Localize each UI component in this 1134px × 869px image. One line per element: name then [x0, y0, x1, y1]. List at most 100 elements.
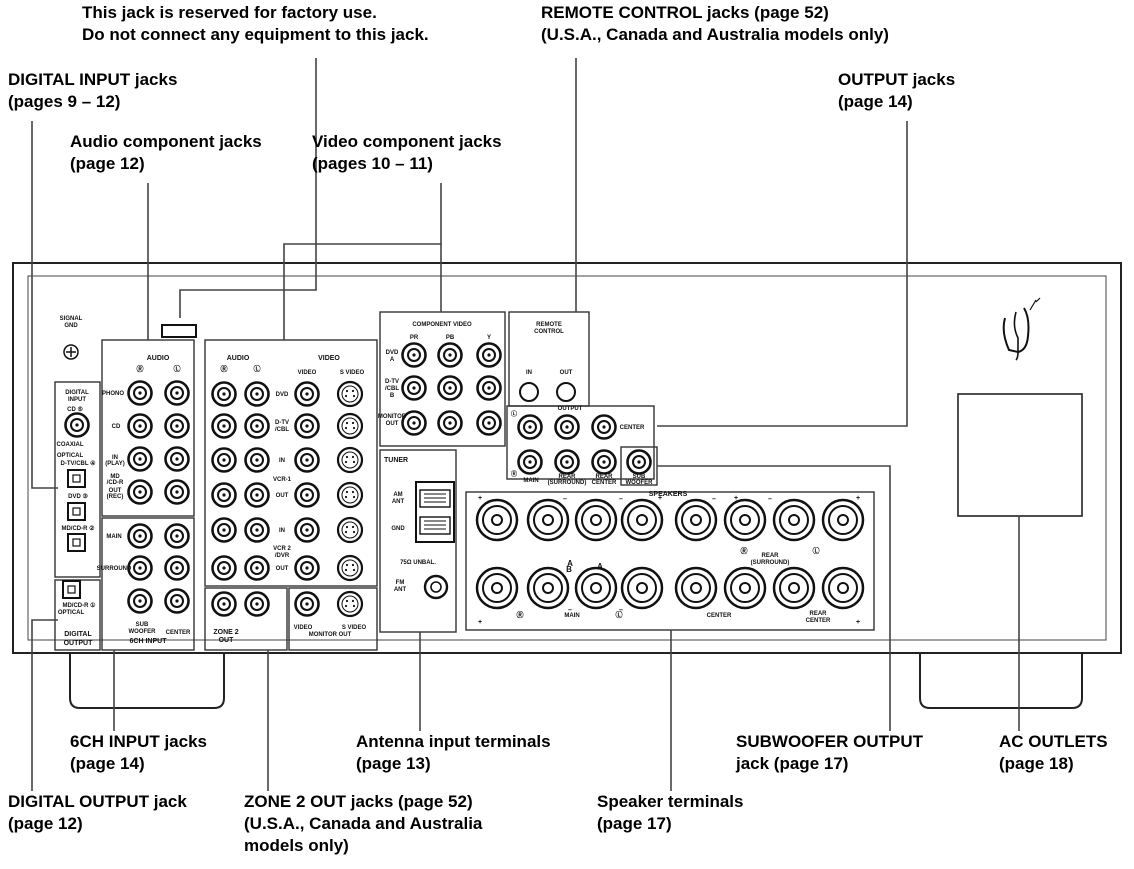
am-ant-label: AM — [393, 492, 402, 498]
component-dvd-label: DVD — [386, 350, 399, 356]
sixch-jack-a-pin — [138, 566, 142, 570]
callout-output-line2: (page 14) — [838, 92, 913, 111]
optical-jack-mdcdr-in-core — [72, 538, 81, 547]
plus-sign: + — [856, 495, 860, 502]
callout-ac-outlets: AC OUTLETS (page 18) — [999, 731, 1108, 775]
monitor-svideo-jack-pin — [345, 599, 349, 603]
leader-line — [31, 619, 58, 791]
signal-gnd-label: SIGNAL — [60, 316, 83, 322]
output-jack-pin — [565, 460, 569, 464]
plus-sign: + — [478, 495, 482, 502]
vcr2-label: VCR 2 — [273, 546, 291, 552]
remote-out-jack — [556, 382, 576, 402]
callout-6ch-line1: 6CH INPUT jacks — [70, 732, 207, 751]
power-cord-icon — [1002, 307, 1030, 354]
composite-video-jack-pin — [305, 392, 309, 396]
speakers-box — [465, 491, 875, 631]
component-pr-jack-pin — [412, 386, 416, 390]
s-video-jack-pin — [345, 525, 349, 529]
speakers-a-label: A — [597, 562, 603, 571]
zone2-jack-r-pin — [222, 602, 226, 606]
s-video-jack-pin — [352, 568, 356, 572]
callout-subwoofer-line1: SUBWOOFER OUTPUT — [736, 732, 923, 751]
optical-jack-out-core — [67, 585, 76, 594]
audio-jack-r-pin — [138, 391, 142, 395]
output-r-mark: Ⓡ — [511, 470, 517, 478]
vcr1-label: VCR-1 — [273, 477, 292, 483]
component-pb-jack-pin — [448, 353, 452, 357]
s-video-jack-inner — [341, 417, 359, 435]
component-video-box — [379, 311, 506, 447]
callout-speaker-line2: (page 17) — [597, 814, 672, 833]
y-label: Y — [487, 335, 491, 341]
video-audio-jack-l-pin — [255, 493, 259, 497]
coaxial-jack-pin — [75, 423, 79, 427]
remote-control-label: REMOTE — [536, 322, 562, 328]
video-col-label: VIDEO — [298, 370, 317, 376]
speakers-a-mark: A — [567, 559, 573, 568]
s-video-jack-pin — [345, 490, 349, 494]
callout-zone2-line3: models only) — [244, 836, 349, 855]
s-video-jack-inner — [341, 521, 359, 539]
audio-jack-r-pin — [138, 424, 142, 428]
speaker-terminal-b-hole — [739, 582, 751, 594]
minus-sign: – — [768, 496, 772, 503]
audio-jack-r-pin — [138, 490, 142, 494]
sixch-surround-label: SURROUND — [97, 566, 132, 572]
s-video-jack-inner — [341, 385, 359, 403]
output-jack-pin — [528, 460, 532, 464]
callout-video-component: Video component jacks (pages 10 – 11) — [312, 131, 502, 175]
output-label: OUTPUT — [558, 406, 583, 412]
zone2-jack-l-pin — [255, 602, 259, 606]
video-audio-label: AUDIO — [227, 355, 250, 362]
s-video-jack-pin — [351, 389, 355, 393]
digital-output-label: DIGITAL — [64, 631, 92, 638]
callout-audio-line1: Audio component jacks — [70, 132, 262, 151]
callout-digital-input: DIGITAL INPUT jacks (pages 9 – 12) — [8, 69, 177, 113]
audio-l-mark: Ⓛ — [174, 364, 181, 373]
zone2-label: OUT — [219, 637, 235, 644]
zone2-box — [204, 587, 288, 651]
sixch-jack-b-pin — [175, 534, 179, 538]
leader-line — [657, 121, 908, 427]
callout-6ch-line2: (page 14) — [70, 754, 145, 773]
callout-antenna-line2: (page 13) — [356, 754, 431, 773]
fm-ant-label: FM — [396, 580, 405, 586]
leader-lines — [31, 58, 1020, 791]
video-dtvcbl-label: /CBL — [275, 427, 289, 433]
video-audio-box — [204, 339, 378, 587]
callout-ac-line2: (page 18) — [999, 754, 1074, 773]
video-l-mark: Ⓛ — [254, 364, 261, 373]
fm-antenna-jack-core — [430, 581, 442, 593]
component-dtvcbl-label: /CBL — [385, 386, 399, 392]
callout-factory-line2: Do not connect any equipment to this jac… — [82, 25, 429, 44]
s-video-jack-pin — [345, 389, 349, 393]
component-y-jack-pin — [487, 353, 491, 357]
video-label: VIDEO — [318, 355, 340, 362]
s-video-jack-pin — [351, 421, 355, 425]
monitor-out-box — [288, 587, 378, 651]
factory-jack-slot — [161, 324, 197, 338]
speaker-terminal-b-hole — [590, 582, 602, 594]
output-main-label: MAIN — [523, 478, 538, 484]
monitor-svideo-label: S VIDEO — [342, 625, 367, 631]
zone2-label: ZONE 2 — [213, 629, 238, 636]
callout-video-line2: (pages 10 – 11) — [312, 154, 433, 173]
leader-line — [179, 58, 317, 318]
pb-label: PB — [446, 335, 455, 341]
vcr2-out-label: OUT — [276, 566, 289, 572]
vcr2-label: /DVR — [275, 553, 290, 559]
speakers-center-label: CENTER — [707, 613, 732, 619]
audio-r-mark: Ⓡ — [137, 364, 144, 373]
leader-line — [31, 121, 58, 489]
speaker-terminal-b-hole — [542, 582, 554, 594]
component-dtvcbl-label: D-TV — [385, 379, 399, 385]
s-video-jack-pin — [351, 455, 355, 459]
leader-line — [283, 183, 442, 340]
output-rear-surround-label: (SURROUND) — [548, 480, 587, 486]
callout-ac-line1: AC OUTLETS — [999, 732, 1108, 751]
power-cord-plug — [1013, 311, 1019, 361]
s-video-jack-pin — [345, 563, 349, 567]
mdcdr-optical-out-label: MD/CD-R ① — [62, 602, 96, 609]
